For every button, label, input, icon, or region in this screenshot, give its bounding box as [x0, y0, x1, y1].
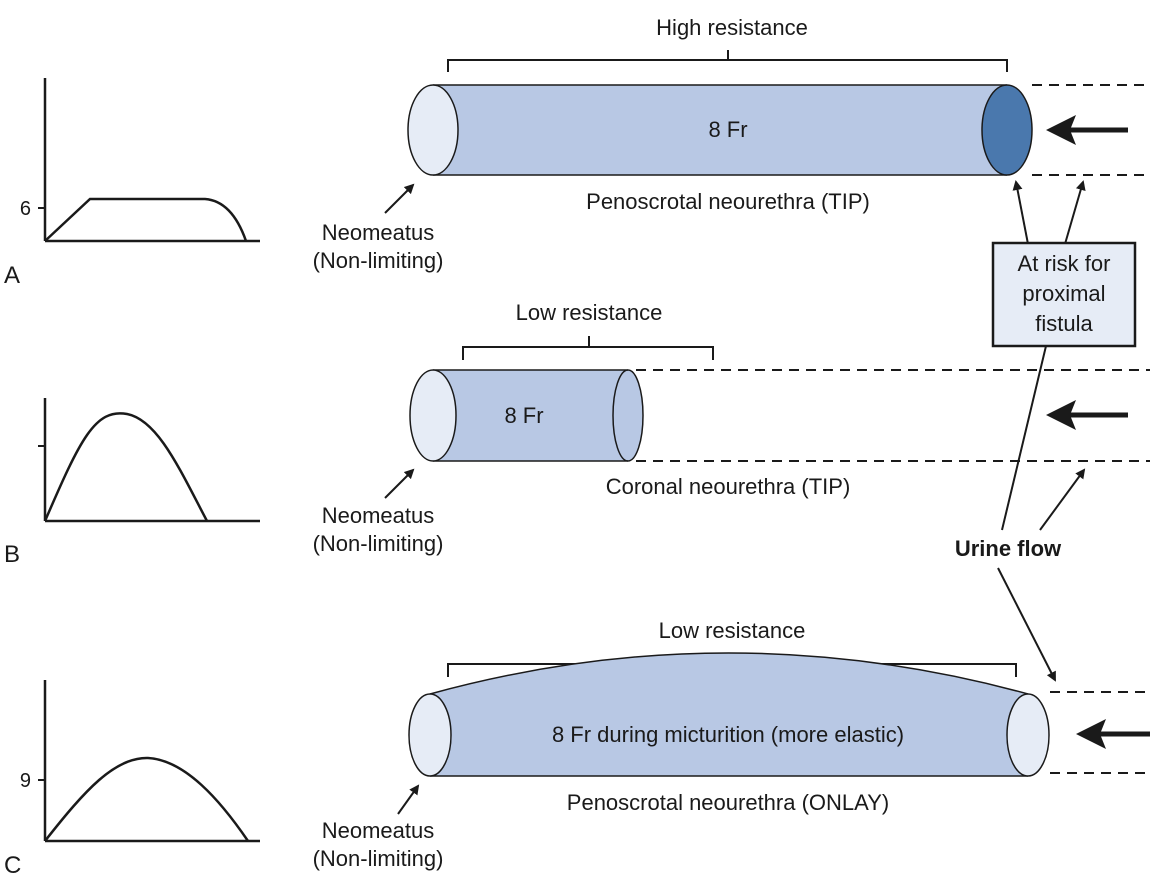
- panel-a-meatus-line2: (Non-limiting): [313, 248, 444, 273]
- panel-c-tube: [408, 652, 1050, 777]
- panel-c-letter: C: [4, 852, 21, 879]
- panel-a-dashed-lines: [1032, 84, 1150, 176]
- panel-b-meatus-arrow: [384, 468, 415, 499]
- panel-a-flow-arrow: [1046, 115, 1128, 145]
- panel-c-tube-meatus-end: [408, 693, 452, 777]
- panel-b-meatus-line1: Neomeatus: [322, 503, 435, 528]
- panel-a: 6 A High resistance 8 Fr Penoscrotal neo…: [4, 15, 1150, 289]
- panel-a-caption: Penoscrotal neourethra (TIP): [586, 189, 870, 214]
- panel-a-tube: [407, 84, 1033, 176]
- panel-a-tube-meatus-end: [407, 84, 459, 176]
- fistula-risk-callout: At risk for proximal fistula: [991, 180, 1137, 348]
- panel-b: B Low resistance 8 Fr Coronal neourethra…: [4, 300, 1150, 568]
- urine-flow-callout: Urine flow: [955, 345, 1086, 682]
- panel-c-meatus-arrow: [397, 784, 420, 815]
- panel-b-tube-label: 8 Fr: [504, 403, 543, 428]
- panel-c-tick-label: 9: [20, 770, 31, 792]
- risk-arrow-1: [1012, 180, 1029, 245]
- urine-flow-line-to-box: [1001, 345, 1047, 531]
- panel-a-meatus-line1: Neomeatus: [322, 220, 435, 245]
- panel-a-bracket: [447, 50, 1008, 72]
- panel-c: 9 C Low resistance 8 Fr during micturiti…: [4, 618, 1150, 879]
- panel-c-meatus-line1: Neomeatus: [322, 818, 435, 843]
- panel-a-meatus-arrow: [384, 183, 415, 214]
- panel-c-bracket-label: Low resistance: [659, 618, 806, 643]
- risk-box: [991, 241, 1137, 348]
- panel-a-letter: A: [4, 262, 20, 289]
- panel-b-caption: Coronal neourethra (TIP): [606, 474, 851, 499]
- risk-box-line3: fistula: [1035, 311, 1093, 336]
- panel-c-flow-arrow: [1076, 719, 1150, 749]
- panel-c-caption: Penoscrotal neourethra (ONLAY): [567, 790, 889, 815]
- panel-a-bracket-label: High resistance: [656, 15, 808, 40]
- urine-flow-arrow-b: [1039, 468, 1086, 531]
- risk-box-line2: proximal: [1022, 281, 1105, 306]
- panel-a-tick-label: 6: [20, 198, 31, 220]
- panel-c-meatus-line2: (Non-limiting): [313, 846, 444, 871]
- panel-a-flow-curve: [44, 197, 248, 242]
- urine-flow-arrow-c: [997, 567, 1056, 682]
- panel-b-dashed-lines: [636, 369, 1150, 462]
- risk-arrow-2: [1064, 180, 1086, 245]
- panel-b-tube-distal-end: [612, 369, 644, 462]
- panel-b-bracket: [462, 336, 714, 360]
- panel-c-flow-curve: [44, 756, 250, 842]
- risk-box-line1: At risk for: [1018, 251, 1111, 276]
- panel-a-tube-label: 8 Fr: [708, 117, 747, 142]
- panel-b-tube: [409, 369, 644, 462]
- urine-flow-label: Urine flow: [955, 536, 1062, 561]
- panel-c-flow-plot: [38, 680, 260, 843]
- panel-b-flow-plot: [38, 398, 260, 523]
- panel-b-bracket-label: Low resistance: [516, 300, 663, 325]
- panel-b-flow-arrow: [1046, 400, 1128, 430]
- panel-a-flow-plot: [38, 78, 260, 243]
- panel-c-tube-distal-end: [1006, 693, 1050, 777]
- panel-b-tube-meatus-end: [409, 369, 457, 462]
- panel-b-letter: B: [4, 541, 20, 568]
- panel-c-tube-label: 8 Fr during micturition (more elastic): [552, 722, 904, 747]
- panel-b-flow-curve: [43, 412, 209, 522]
- panel-a-tube-distal-end: [981, 84, 1033, 176]
- panel-b-meatus-line2: (Non-limiting): [313, 531, 444, 556]
